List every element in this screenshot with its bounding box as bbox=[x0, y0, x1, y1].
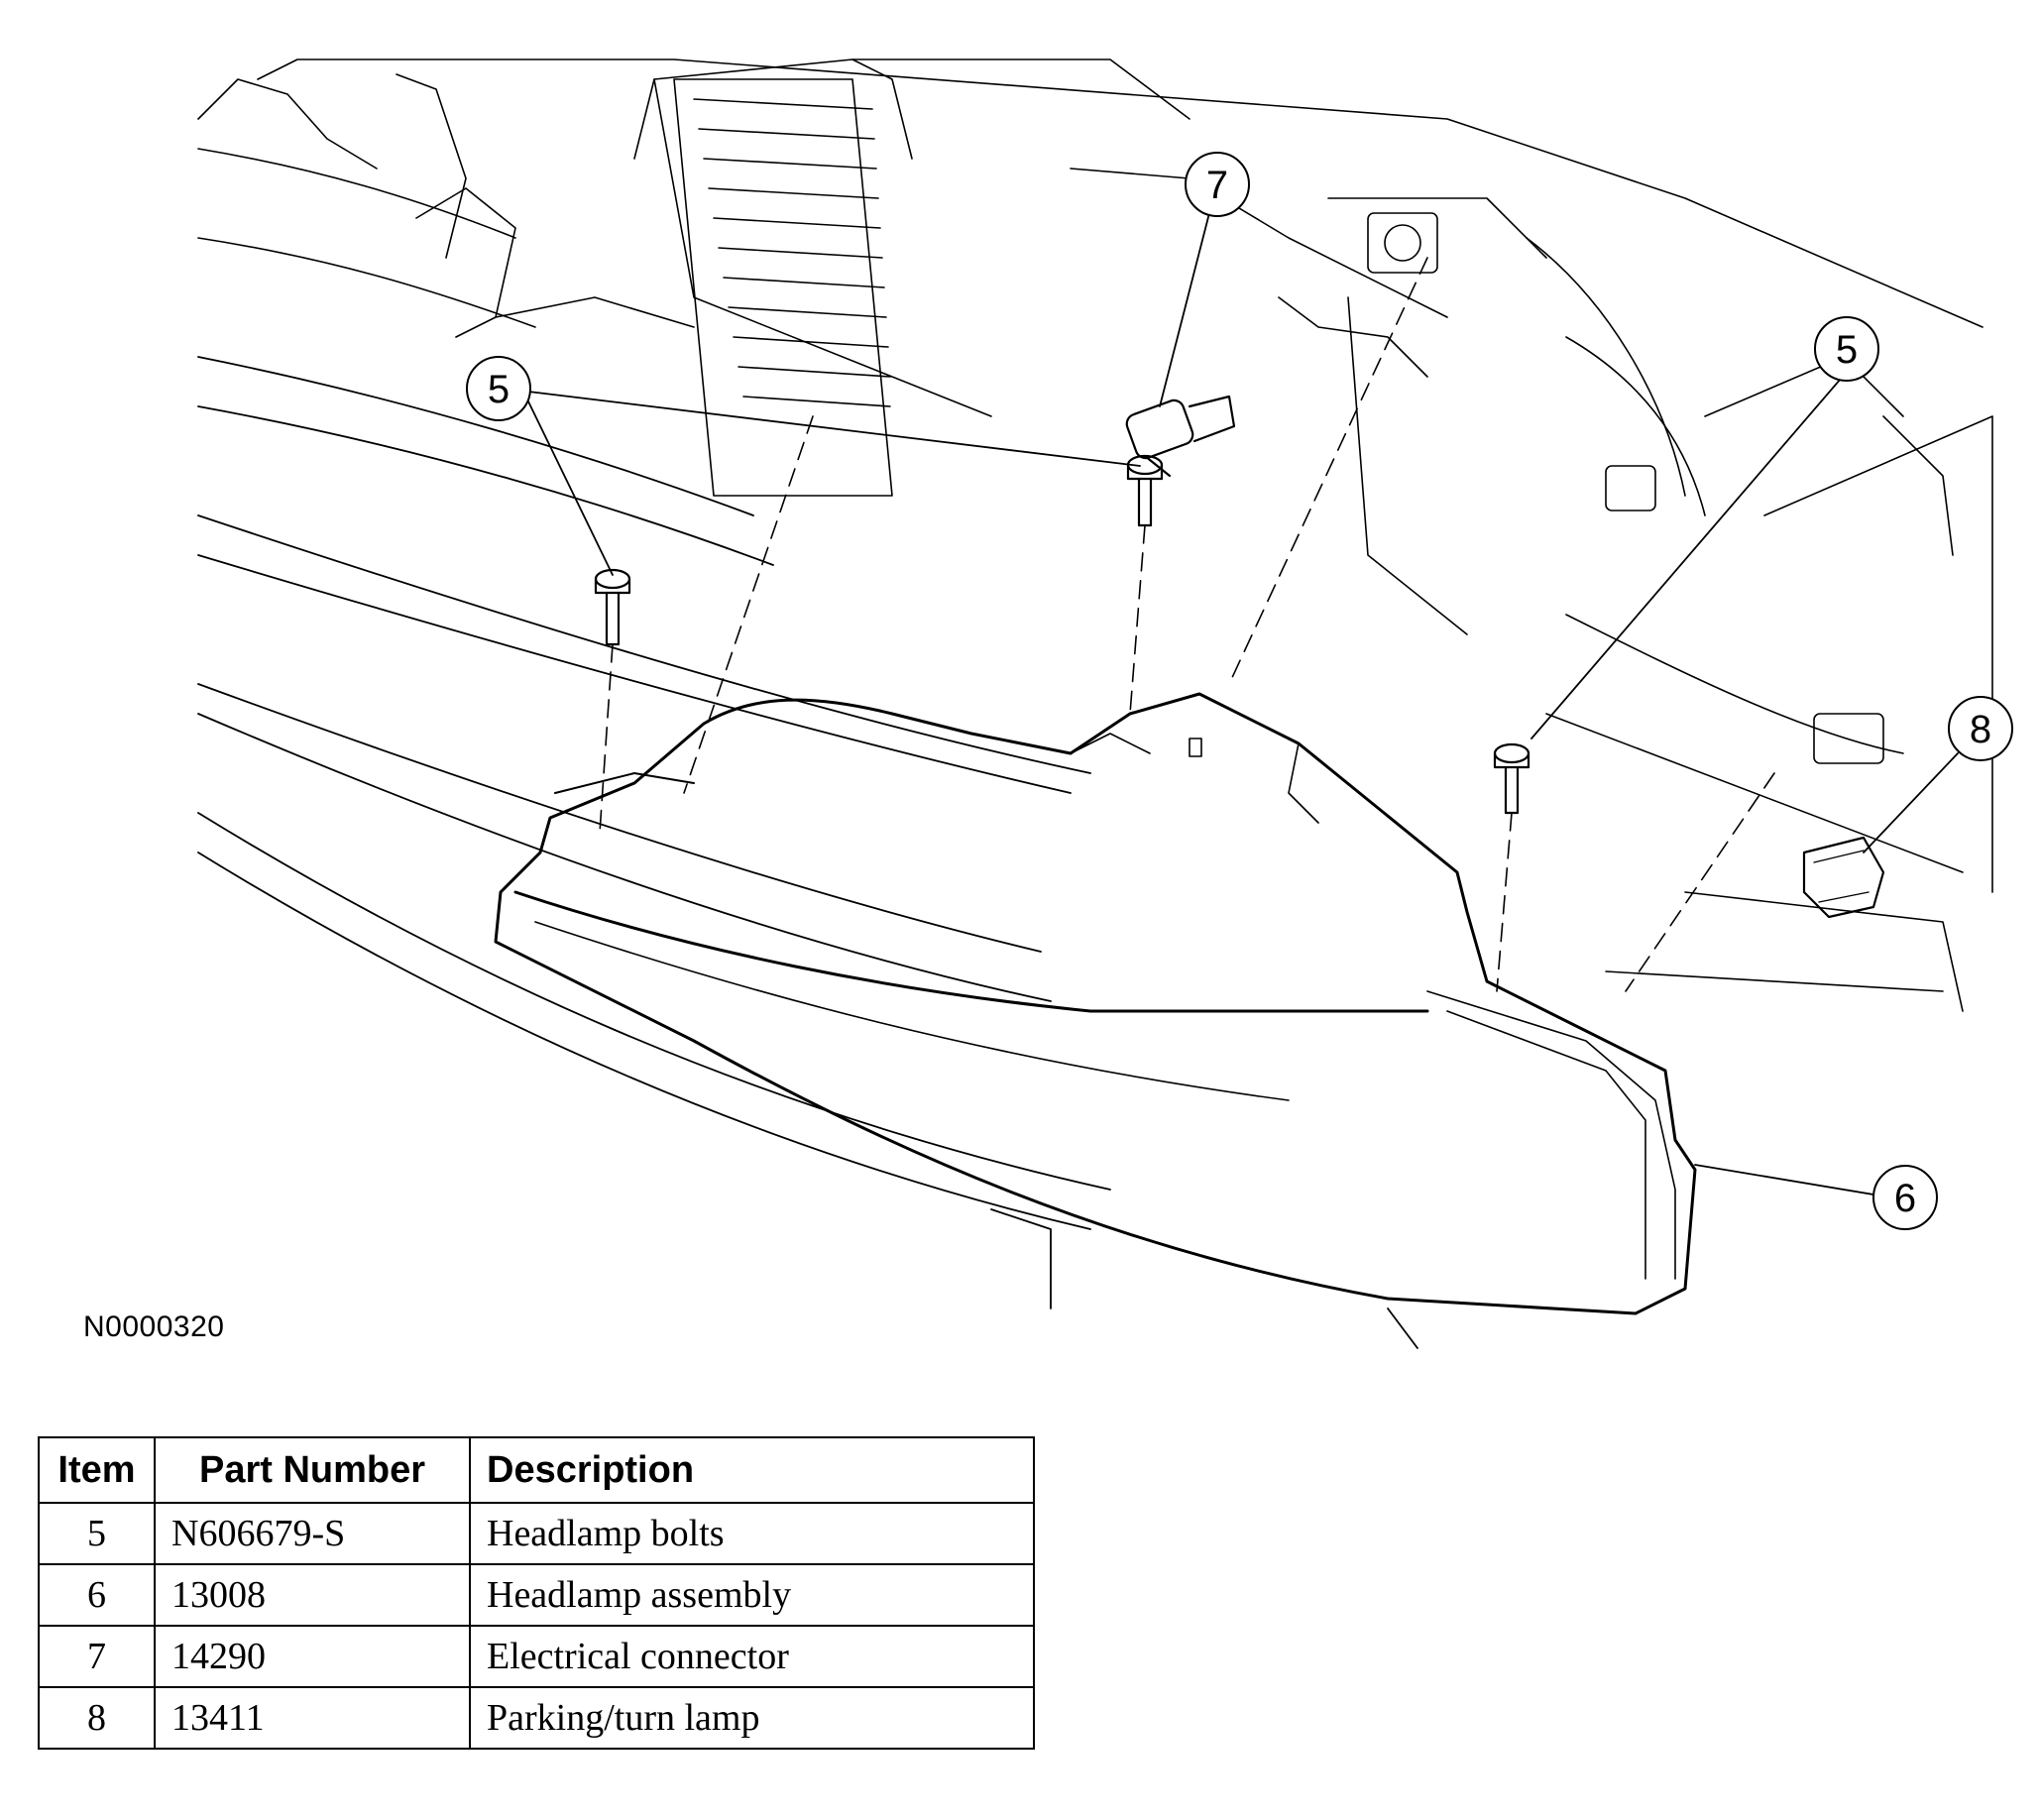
radiator-support-structure bbox=[197, 58, 1993, 1012]
column-header-description: Description bbox=[469, 1436, 1035, 1504]
description-cell: Headlamp assembly bbox=[469, 1563, 1035, 1627]
description-cell: Electrical connector bbox=[469, 1625, 1035, 1688]
part-number-cell: N606679-S bbox=[154, 1502, 471, 1565]
svg-text:5: 5 bbox=[1836, 328, 1858, 372]
part-number-cell: 14290 bbox=[154, 1625, 471, 1688]
parking-turn-lamp bbox=[1802, 836, 1885, 919]
table-row: 5 N606679-S Headlamp bolts bbox=[38, 1502, 1035, 1565]
item-cell: 6 bbox=[38, 1563, 156, 1627]
headlamp-bolt-left bbox=[594, 568, 631, 646]
headlamp-assembly bbox=[494, 692, 1697, 1315]
callout-5-right: 5 bbox=[1814, 316, 1879, 382]
table-row: 7 14290 Electrical connector bbox=[38, 1625, 1035, 1688]
table-row: 8 13411 Parking/turn lamp bbox=[38, 1686, 1035, 1750]
svg-text:8: 8 bbox=[1970, 708, 1991, 751]
svg-text:7: 7 bbox=[1206, 164, 1228, 207]
callout-8: 8 bbox=[1948, 696, 2013, 761]
svg-text:6: 6 bbox=[1894, 1177, 1916, 1220]
item-cell: 5 bbox=[38, 1502, 156, 1565]
headlamp-bolt-right bbox=[1493, 742, 1530, 815]
callout-5-left: 5 bbox=[466, 356, 531, 421]
column-header-item: Item bbox=[38, 1436, 156, 1504]
part-number-cell: 13008 bbox=[154, 1563, 471, 1627]
description-cell: Headlamp bolts bbox=[469, 1502, 1035, 1565]
callout-6: 6 bbox=[1872, 1165, 1938, 1230]
description-cell: Parking/turn lamp bbox=[469, 1686, 1035, 1750]
table-row: 6 13008 Headlamp assembly bbox=[38, 1563, 1035, 1627]
front-fascia bbox=[197, 356, 1418, 1349]
headlamp-exploded-diagram: 5 7 5 8 6 bbox=[197, 58, 2013, 1349]
item-cell: 8 bbox=[38, 1686, 156, 1750]
alignment-lines bbox=[599, 257, 1775, 992]
svg-text:5: 5 bbox=[488, 368, 510, 411]
figure-id: N0000320 bbox=[83, 1310, 225, 1343]
part-number-cell: 13411 bbox=[154, 1686, 471, 1750]
table-header-row: Item Part Number Description bbox=[38, 1436, 1035, 1504]
item-cell: 7 bbox=[38, 1625, 156, 1688]
callout-7: 7 bbox=[1185, 152, 1250, 217]
parts-table: Item Part Number Description 5 N606679-S… bbox=[38, 1436, 1035, 1750]
leader-lines bbox=[527, 212, 1959, 1200]
electrical-connector bbox=[1125, 395, 1236, 478]
column-header-part-number: Part Number bbox=[154, 1436, 471, 1504]
